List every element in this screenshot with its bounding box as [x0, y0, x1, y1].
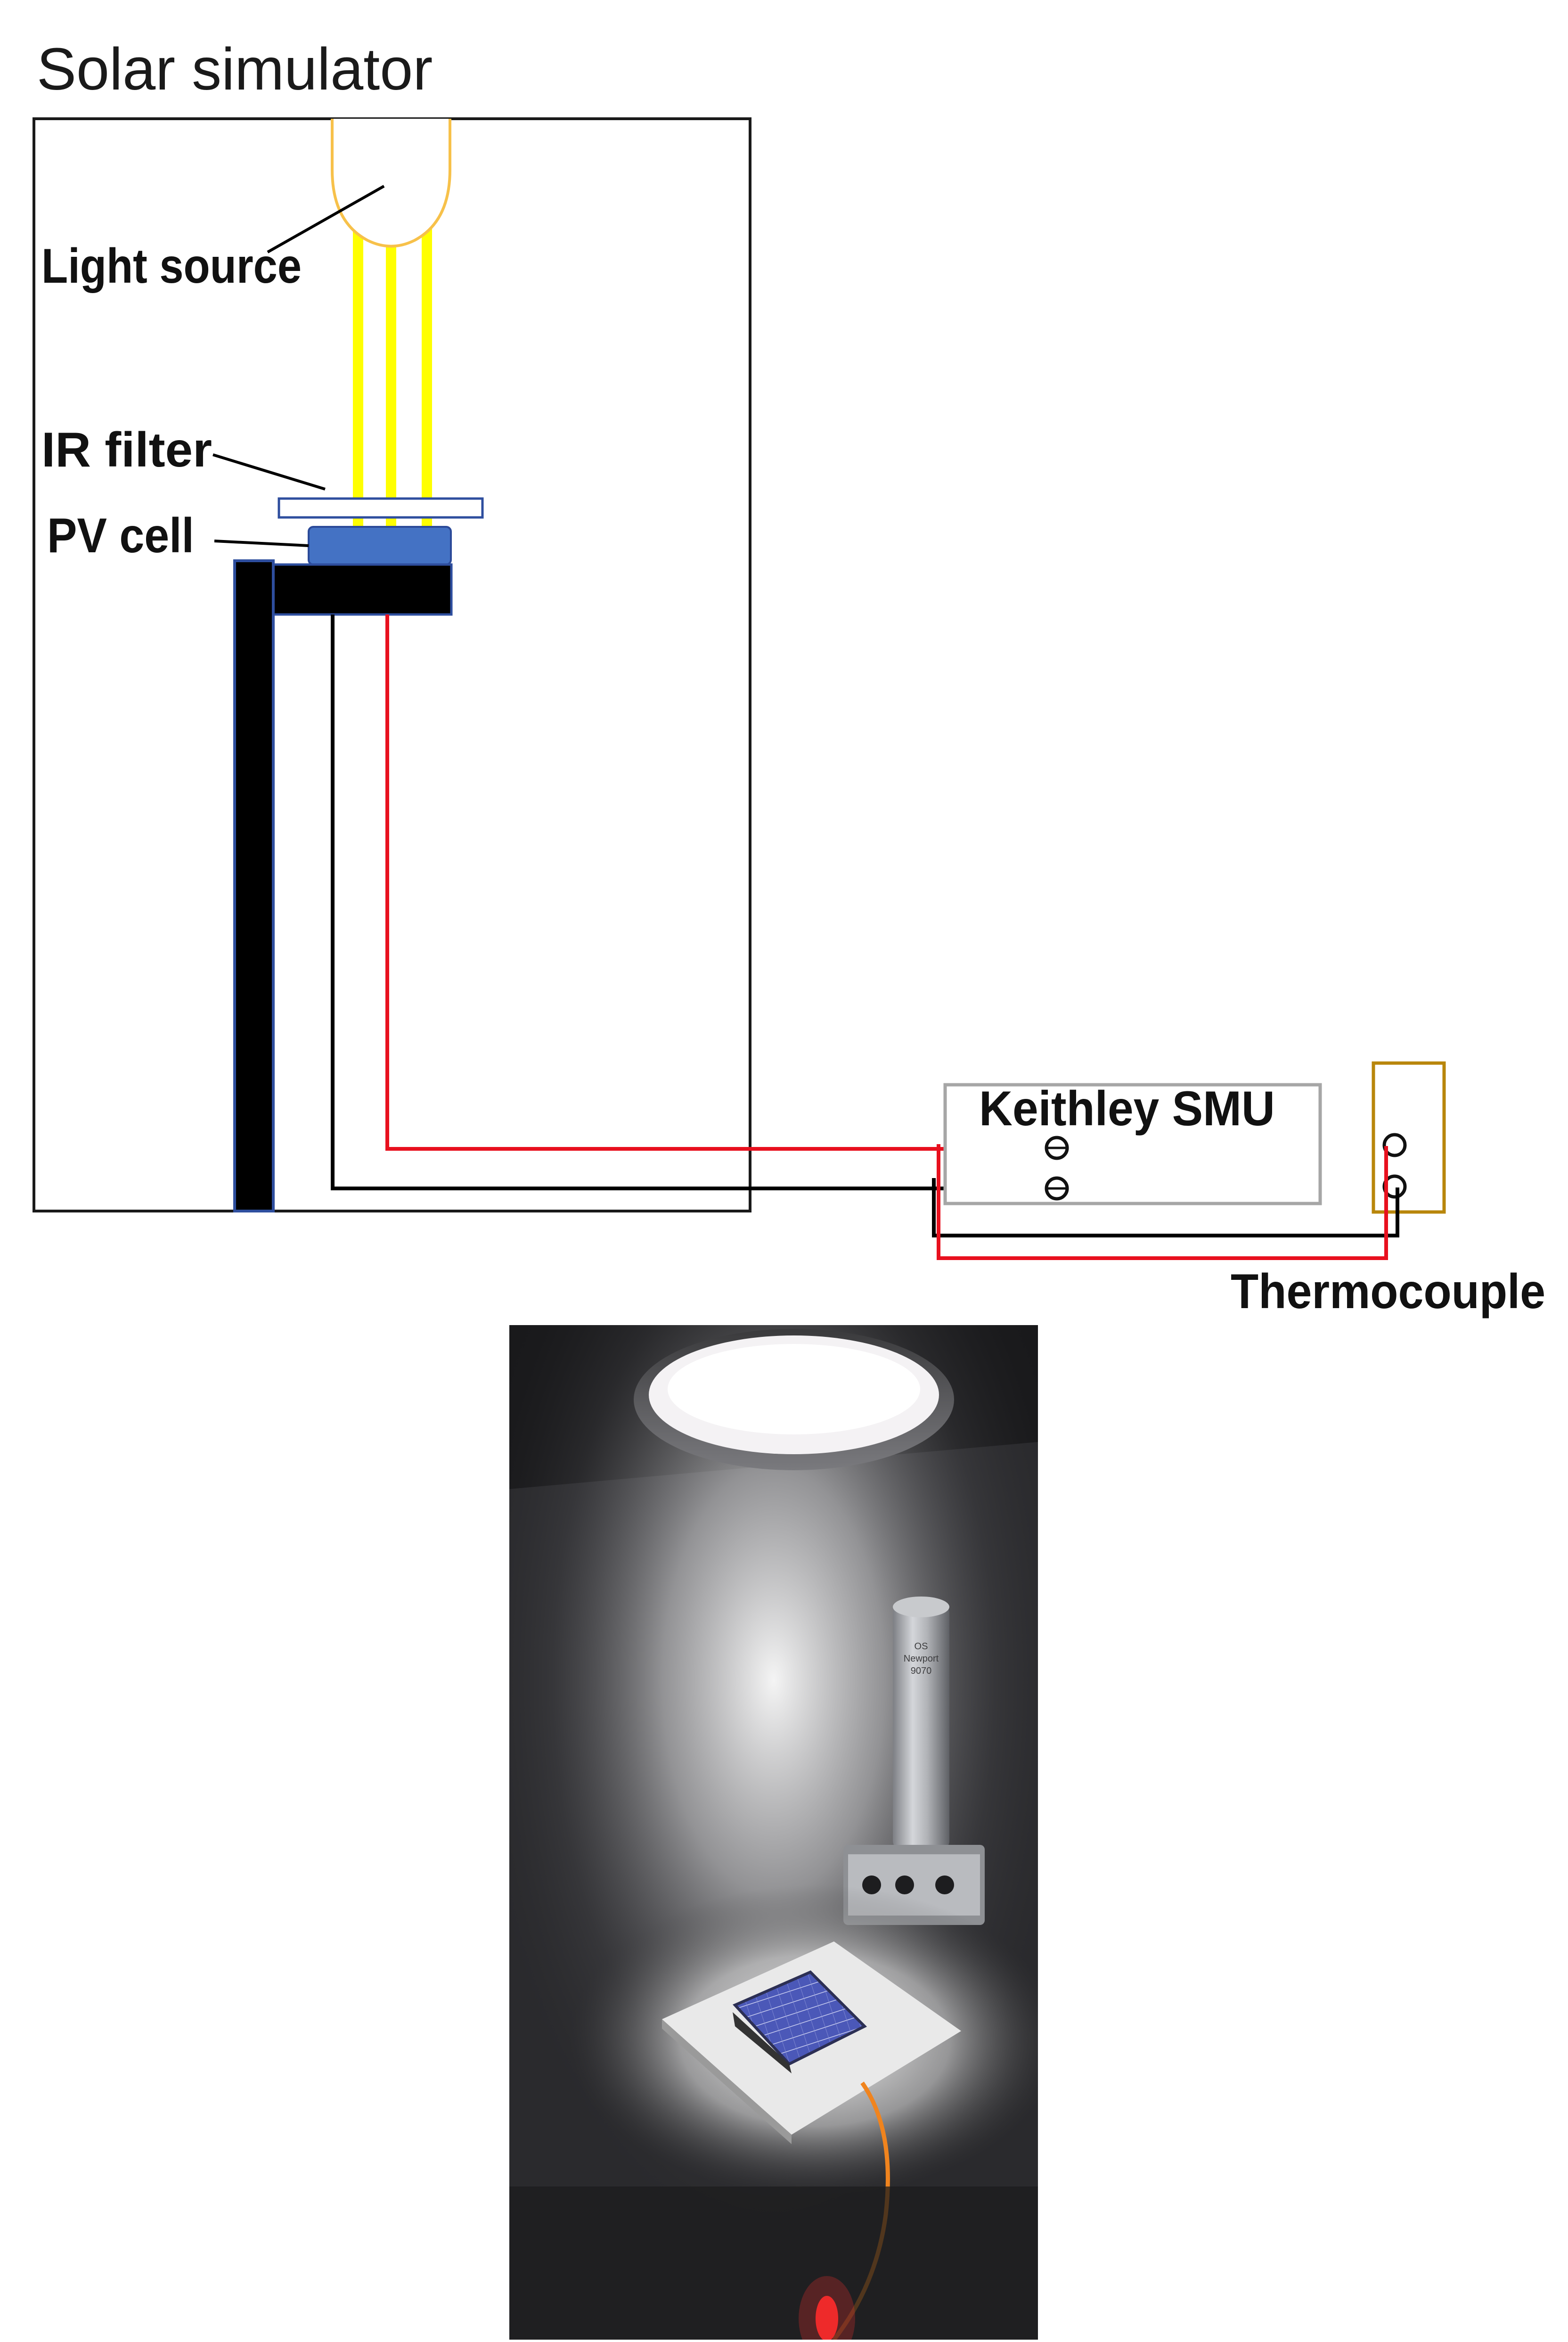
thermocouple-positive-loop: [937, 1144, 1388, 1260]
post-holder: [893, 1605, 949, 1850]
schematic: Solar simulator Light source IR filter P…: [33, 36, 1545, 1319]
post-holder-engraving-line: 9070: [911, 1666, 932, 1676]
photo-solar-cell-frame: [733, 2012, 792, 2073]
photo-solar-cell: [732, 1970, 867, 2066]
thermocouple-terminal: [1382, 1133, 1407, 1157]
ir-filter-label: IR filter: [41, 423, 212, 477]
pv-cell: [308, 526, 452, 565]
stand-post: [233, 559, 275, 1212]
clamp-screw: [895, 1875, 914, 1894]
keithley-smu-label: Keithley SMU: [979, 1081, 1275, 1136]
negative-wire: [331, 614, 1047, 1190]
chamber-floor-shadow: [509, 2186, 1038, 2340]
clamp-screw: [935, 1875, 954, 1894]
post-holder-top: [893, 1597, 949, 1617]
diagram-title: Solar simulator: [37, 36, 433, 102]
stand-platform: [271, 563, 453, 616]
post-holder-engraving-line: OS: [915, 1641, 928, 1652]
thermocouple-box: [1372, 1061, 1446, 1214]
red-indicator-glow: [799, 2276, 855, 2340]
ir-filter: [278, 497, 484, 519]
light-source-label: Light source: [41, 239, 302, 294]
thermocouple-wiring: [932, 1144, 1399, 1260]
light-beams: [353, 226, 432, 537]
light-source-leader: [267, 185, 385, 254]
post-holder-engraving: OS Newport 9070: [904, 1641, 939, 1676]
setup-photo: OS Newport 9070: [509, 1325, 1038, 2340]
ir-filter-leader: [212, 453, 326, 491]
positive-wire: [385, 614, 1047, 1151]
pv-cell-leader: [214, 540, 309, 547]
light-source-lamp: [331, 119, 451, 248]
red-indicator-light: [816, 2296, 838, 2340]
positive-wire-path: [385, 614, 1047, 1151]
post-holder-engraving-line: Newport: [904, 1654, 939, 1664]
thermocouple-label: Thermocouple: [1231, 1264, 1545, 1319]
negative-wire-path: [331, 614, 1047, 1190]
lamp-aperture-inner: [668, 1344, 920, 1434]
bench-plate-edge: [662, 2019, 792, 2144]
sample-stand: [233, 559, 453, 1212]
pv-cell-label: PV cell: [47, 508, 194, 563]
keithley-smu-box: [943, 1083, 1322, 1205]
thermocouple-negative-loop: [932, 1178, 1399, 1237]
